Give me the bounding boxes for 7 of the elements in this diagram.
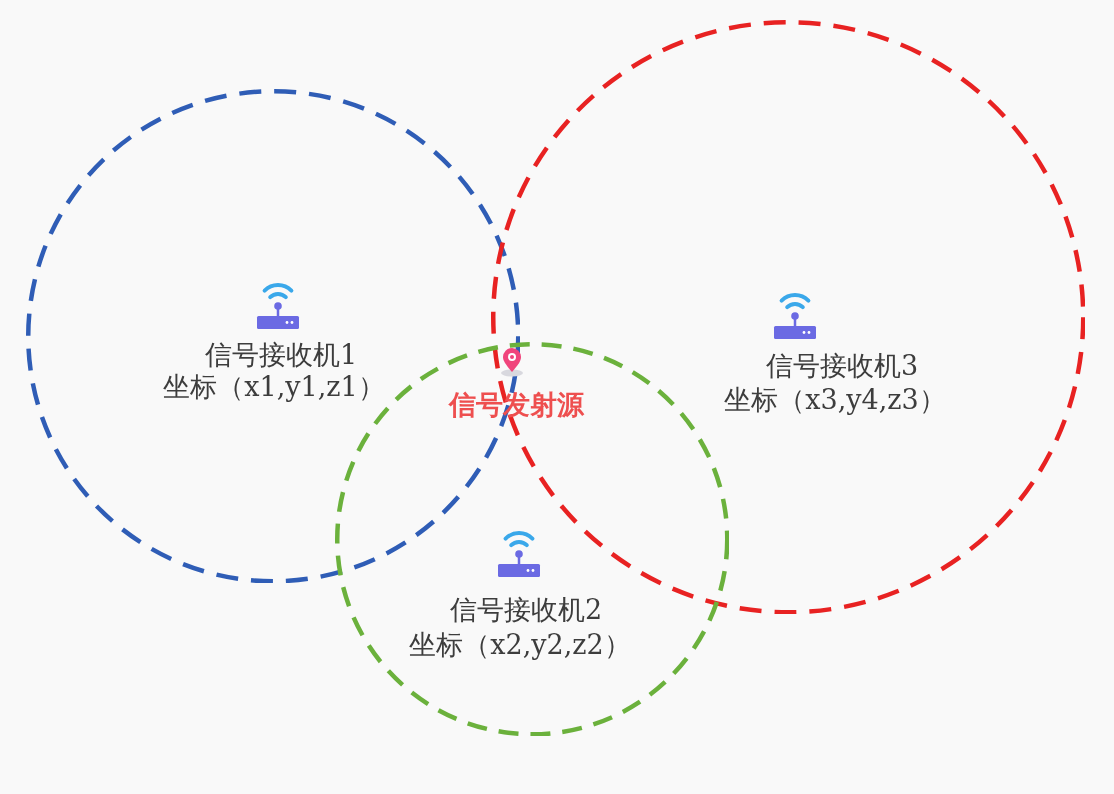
receiver-name: 信号接收机3 [765,350,919,382]
receiver-coordinates: 坐标（x2,y2,z2） [409,629,631,661]
receiver-coordinates: 坐标（x3,y4,z3） [724,384,946,416]
receiver-name: 信号接收机1 [204,339,358,371]
receiver-name: 信号接收机2 [449,594,603,626]
receiver-coordinates: 坐标（x1,y1,z1） [163,371,385,403]
source-label: 信号发射源 [448,389,584,421]
